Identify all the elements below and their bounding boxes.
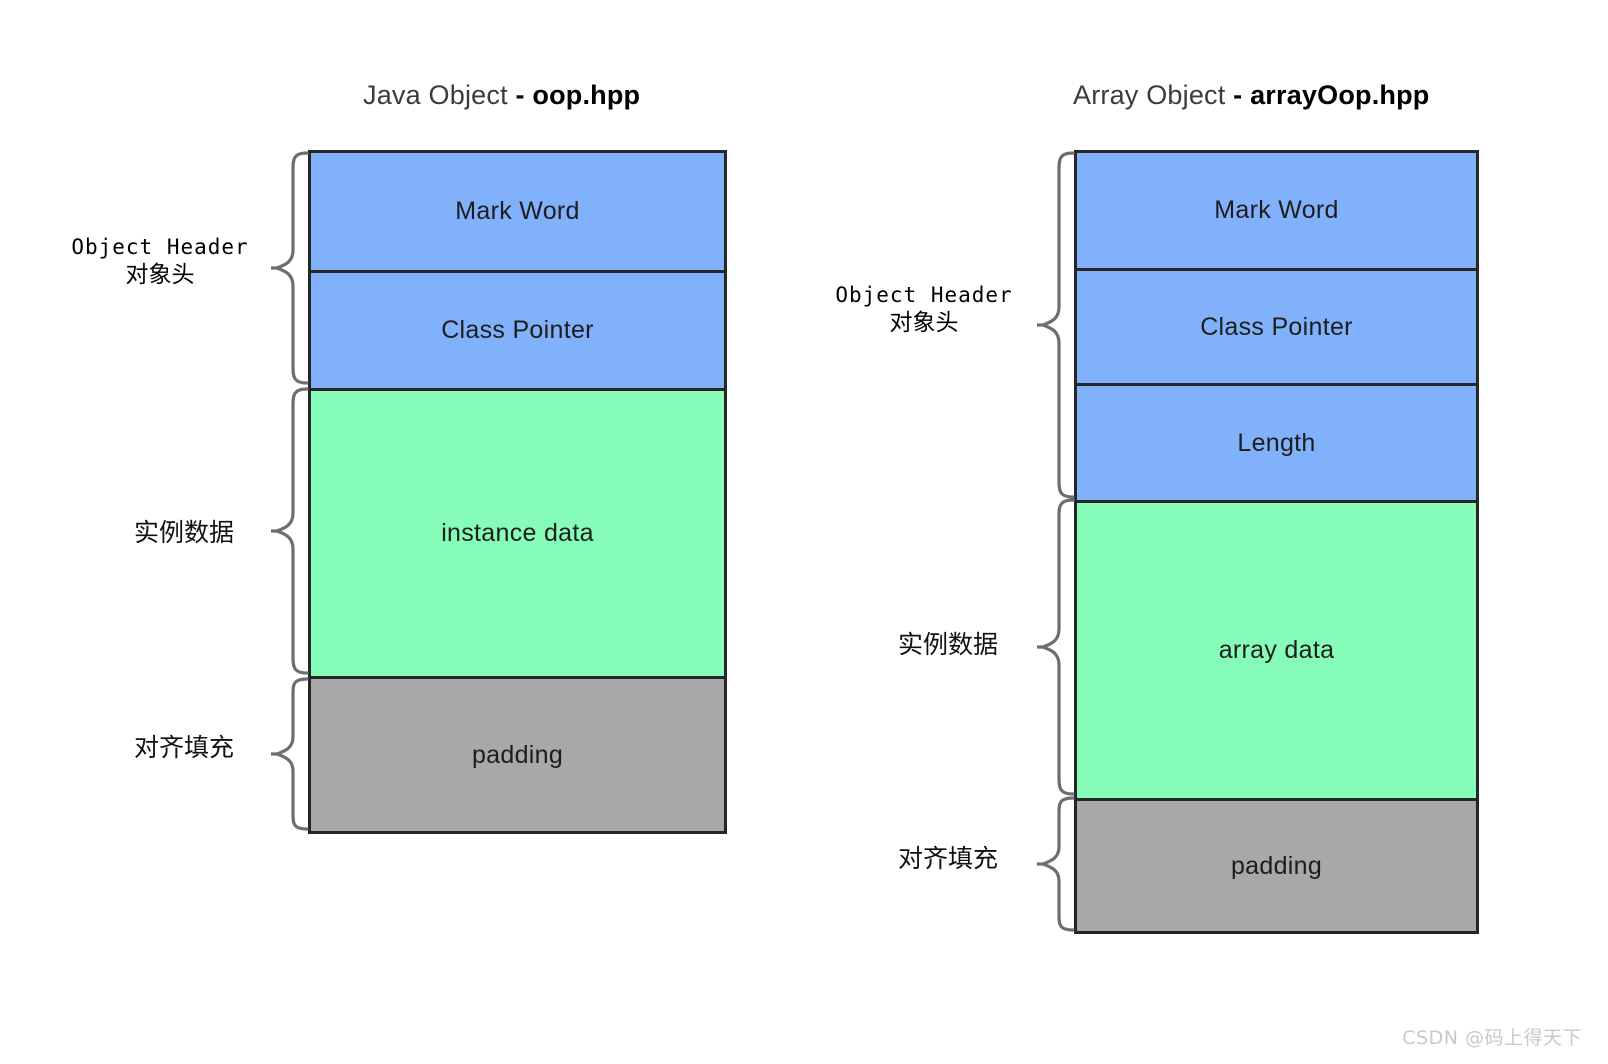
brace-right-instance-data [1037,497,1077,797]
label-left-object-header-en: Object Header [71,235,249,259]
label-right-padding-zh: 对齐填充 [897,844,998,873]
segment-class-pointer: Class Pointer [311,270,724,388]
right-title-separator: - [1233,80,1243,110]
left-title-separator: - [515,80,525,110]
segment-mark-word: Mark Word [311,153,724,270]
left-diagram-title: Java Object - oop.hpp [363,80,640,111]
right-diagram-title: Array Object - arrayOop.hpp [1073,80,1430,111]
label-right-object-header: Object Header 对象头 [826,282,1022,338]
left-title-file: oop.hpp [532,80,641,110]
label-left-instance-data-zh: 实例数据 [133,518,234,547]
csdn-watermark: CSDN @码上得天下 [1402,1027,1582,1049]
label-left-object-header: Object Header 对象头 [62,234,258,290]
brace-right-padding [1037,795,1077,935]
brace-left-object-header [271,150,311,386]
segment-padding: padding [311,676,724,831]
label-left-object-header-zh: 对象头 [125,261,195,288]
segment-array-data: array data [1077,500,1476,798]
segment-padding: padding [1077,798,1476,931]
label-left-padding: 对齐填充 [110,732,258,764]
label-right-instance-data: 实例数据 [874,629,1022,661]
segment-length: Length [1077,383,1476,500]
segment-instance-data: instance data [311,388,724,676]
label-right-object-header-en: Object Header [835,283,1013,307]
label-right-instance-data-zh: 实例数据 [897,630,998,659]
right-title-name: Array Object [1073,80,1226,110]
brace-right-object-header [1037,150,1077,500]
segment-class-pointer: Class Pointer [1077,268,1476,383]
label-right-padding: 对齐填充 [874,843,1022,875]
label-right-object-header-zh: 对象头 [889,309,959,336]
brace-left-instance-data [271,386,311,676]
label-left-padding-zh: 对齐填充 [133,733,234,762]
right-title-file: arrayOop.hpp [1250,80,1430,110]
java-object-memory-layout: Mark Word Class Pointer instance data pa… [308,150,727,834]
left-title-name: Java Object [363,80,508,110]
array-object-memory-layout: Mark Word Class Pointer Length array dat… [1074,150,1479,934]
label-left-instance-data: 实例数据 [110,517,258,549]
brace-left-padding [271,676,311,834]
segment-mark-word: Mark Word [1077,153,1476,268]
